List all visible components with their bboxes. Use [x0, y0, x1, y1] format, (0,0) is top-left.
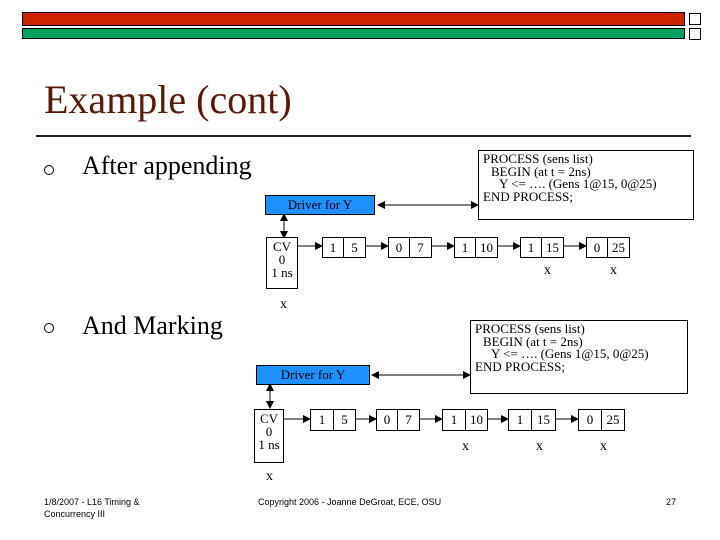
- transaction-value: 1: [520, 237, 542, 258]
- page-number: 27: [666, 497, 677, 507]
- footer-line: Concurrency III: [44, 509, 106, 519]
- cv-value: 0: [278, 252, 286, 267]
- driver-box-2: Driver for Y: [256, 365, 370, 385]
- current-value-box-1: CV 0 1 ns: [266, 237, 298, 289]
- transaction-value: 1: [322, 237, 344, 258]
- mark-x: x: [544, 263, 551, 278]
- transaction-time: 10: [465, 409, 488, 431]
- bullet-circle-icon: [44, 165, 54, 175]
- transaction-value: 1: [442, 409, 466, 431]
- transaction-time: 15: [531, 409, 556, 431]
- cv-time: 1 ns: [258, 437, 280, 452]
- slide-title: Example (cont): [44, 77, 292, 122]
- process-box-1: PROCESS (sens list) BEGIN (at t = 2ns) Y…: [478, 150, 694, 220]
- mark-x: x: [610, 263, 617, 278]
- transaction-time: 10: [475, 237, 498, 258]
- header-green-bar: [22, 28, 685, 39]
- cv-value: 0: [265, 424, 273, 439]
- transaction-value: 1: [508, 409, 532, 431]
- footer-copyright: Copyright 2006 - Joanne DeGroat, ECE, OS…: [258, 497, 442, 507]
- transaction-time: 25: [601, 409, 625, 431]
- process-line: BEGIN (at t = 2ns): [483, 333, 583, 349]
- transaction-time: 7: [409, 237, 432, 258]
- bullet-circle-icon: [44, 323, 54, 333]
- mark-x: x: [462, 439, 469, 454]
- process-line: BEGIN (at t = 2ns): [491, 163, 591, 179]
- transaction-value: 0: [376, 409, 398, 431]
- bullet-text-1: After appending: [82, 151, 252, 180]
- mark-x: x: [266, 469, 273, 484]
- transaction-time: 15: [541, 237, 564, 258]
- transaction-time: 7: [397, 409, 420, 431]
- process-line: END PROCESS;: [475, 358, 565, 374]
- transaction-time: 5: [333, 409, 356, 431]
- transaction-value: 0: [578, 409, 602, 431]
- transaction-value: 1: [454, 237, 476, 258]
- footer-line: 1/8/2007 - L16 Timing &: [44, 497, 140, 507]
- mark-x: x: [600, 439, 607, 454]
- header-square-1: [689, 13, 701, 25]
- current-value-box-2: CV 0 1 ns: [254, 409, 284, 463]
- header-square-2: [689, 28, 701, 40]
- process-line: PROCESS (sens list): [483, 151, 593, 166]
- process-line: Y <= …. (Gens 1@15, 0@25): [499, 176, 657, 191]
- driver-box-1: Driver for Y: [265, 195, 375, 215]
- mark-x: x: [536, 439, 543, 454]
- cv-label: CV: [259, 411, 279, 426]
- mark-x: x: [280, 297, 287, 312]
- transaction-value: 0: [388, 237, 410, 258]
- footer-date: 1/8/2007 - L16 Timing & Concurrency III: [44, 496, 140, 520]
- header-red-bar: [22, 12, 685, 26]
- cv-label: CV: [272, 239, 292, 254]
- transaction-value: 1: [310, 409, 334, 431]
- process-box-2: PROCESS (sens list) BEGIN (at t = 2ns) Y…: [470, 320, 688, 394]
- transaction-time: 25: [607, 237, 630, 258]
- cv-time: 1 ns: [271, 265, 293, 280]
- bullet-text-2: And Marking: [82, 311, 223, 340]
- title-divider: [36, 135, 691, 137]
- transaction-time: 5: [343, 237, 366, 258]
- process-line: END PROCESS;: [483, 188, 573, 204]
- transaction-value: 0: [586, 237, 608, 258]
- process-line: Y <= …. (Gens 1@15, 0@25): [491, 346, 649, 361]
- process-line: PROCESS (sens list): [475, 321, 585, 336]
